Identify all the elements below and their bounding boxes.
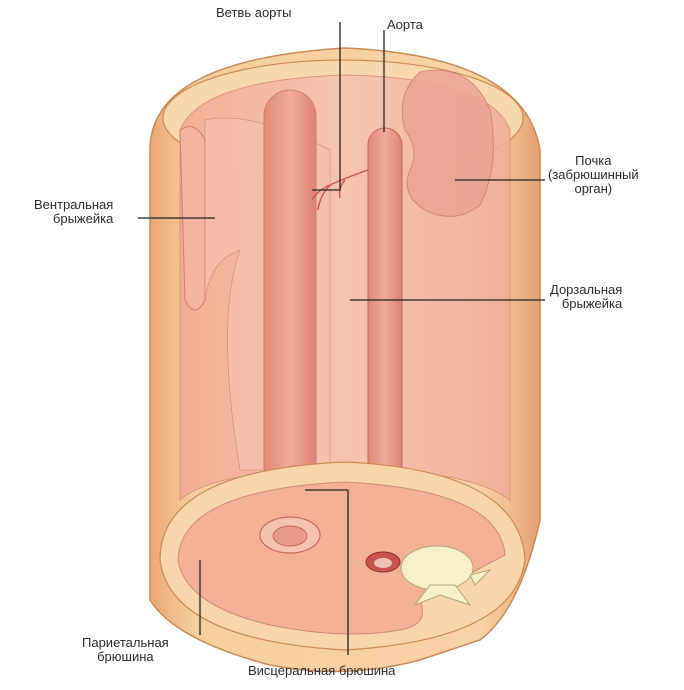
label-visceral-peritoneum: Висцеральная брюшина <box>248 664 395 678</box>
label-kidney-line3: орган) <box>548 182 639 196</box>
label-aorta-branch: Ветвь аорты <box>216 6 291 20</box>
label-aorta: Аорта <box>387 18 423 32</box>
label-dorsal-mesentery: Дорзальная брыжейка <box>550 283 622 311</box>
vertebra-body <box>401 546 473 590</box>
label-parietal-peritoneum-line1: Париетальная <box>82 636 169 650</box>
label-dorsal-mesentery-line2: брыжейка <box>550 297 622 311</box>
label-dorsal-mesentery-line1: Дорзальная <box>550 283 622 297</box>
label-parietal-peritoneum-line2: брюшина <box>82 650 169 664</box>
label-parietal-peritoneum: Париетальная брюшина <box>82 636 169 664</box>
label-kidney-line1: Почка <box>548 154 639 168</box>
label-ventral-mesentery: Вентральная брыжейка <box>34 198 113 226</box>
kidney-shape <box>402 70 493 216</box>
label-ventral-mesentery-line1: Вентральная <box>34 198 113 212</box>
gut-lumen <box>273 526 307 546</box>
label-kidney-line2: (забрюшинный <box>548 168 639 182</box>
aorta-lumen <box>374 558 392 568</box>
label-kidney: Почка (забрюшинный орган) <box>548 154 639 196</box>
label-ventral-mesentery-line2: брыжейка <box>34 212 113 226</box>
